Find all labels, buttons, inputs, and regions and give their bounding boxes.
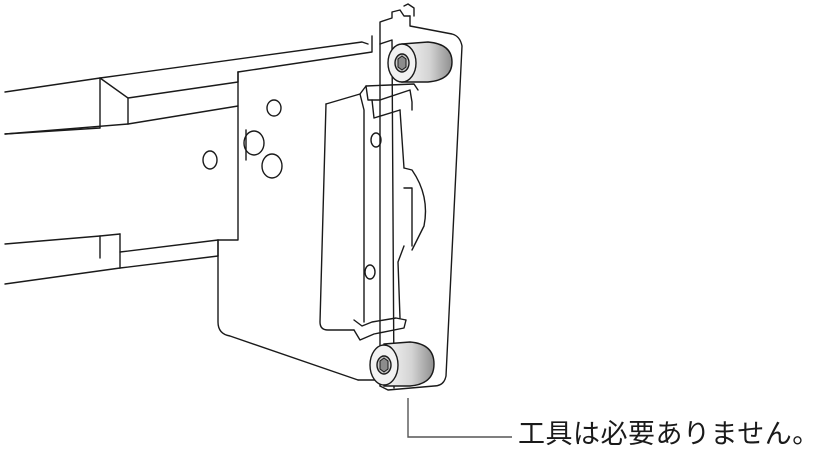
front-flange	[379, 3, 463, 391]
thumbscrew-upper	[387, 41, 453, 83]
callout-label: 工具は必要ありません。	[518, 419, 820, 450]
plate-stud	[243, 130, 265, 156]
mounting-plate	[217, 71, 379, 381]
thumbscrew-lower	[369, 341, 435, 387]
rail-upper-beam	[4, 35, 373, 135]
rail-lower-beam	[4, 233, 219, 285]
plate-hole	[202, 150, 218, 170]
slide-bracket	[319, 83, 427, 341]
callout-leader-line	[407, 398, 512, 438]
plate-hole	[266, 99, 282, 117]
plate-hole	[261, 153, 283, 179]
